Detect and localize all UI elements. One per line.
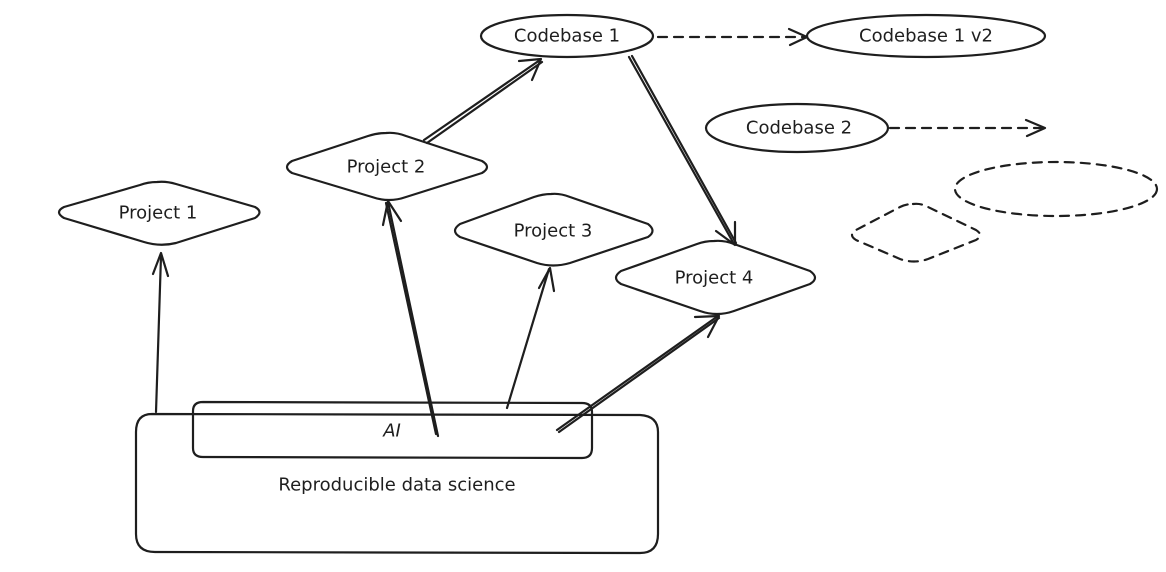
- reproducible-data-science-box[interactable]: Reproducible data science: [134, 412, 660, 555]
- codebase-1-label: Codebase 1: [514, 26, 620, 47]
- placeholder-ellipse-dashed[interactable]: [953, 160, 1159, 218]
- arrow-ai-to-project3[interactable]: [505, 266, 556, 410]
- codebase-1-node[interactable]: Codebase 1: [479, 13, 655, 59]
- arrow-ai-to-project4[interactable]: [555, 314, 721, 434]
- reproducible-data-science-label: Reproducible data science: [278, 475, 515, 496]
- codebase-2-node[interactable]: Codebase 2: [704, 102, 890, 154]
- project-2-label: Project 2: [347, 157, 426, 178]
- project-3-label: Project 3: [514, 221, 593, 242]
- placeholder-diamond-dashed[interactable]: [850, 202, 982, 263]
- codebase-1-v2-label: Codebase 1 v2: [859, 26, 993, 47]
- project-3-node[interactable]: Project 3: [453, 192, 654, 267]
- codebase-2-label: Codebase 2: [746, 118, 852, 139]
- arrow-ai-to-project2[interactable]: [381, 199, 440, 438]
- ai-box[interactable]: AI: [191, 400, 594, 460]
- codebase-1-v2-node[interactable]: Codebase 1 v2: [805, 13, 1047, 59]
- arrow-codebase1-to-project4[interactable]: [627, 54, 738, 247]
- project-1-label: Project 1: [119, 203, 198, 224]
- project-4-node[interactable]: Project 4: [614, 239, 817, 316]
- arrow-project2-to-codebase1[interactable]: [422, 57, 544, 145]
- project-2-node[interactable]: Project 2: [285, 131, 489, 202]
- arrow-codebase1-to-codebase1v2[interactable]: [656, 27, 809, 47]
- project-4-label: Project 4: [675, 268, 754, 289]
- ai-label: AI: [382, 421, 401, 442]
- arrow-container-to-project1[interactable]: [151, 251, 170, 414]
- project-1-node[interactable]: Project 1: [57, 180, 261, 246]
- arrow-codebase2-out[interactable]: [888, 118, 1047, 138]
